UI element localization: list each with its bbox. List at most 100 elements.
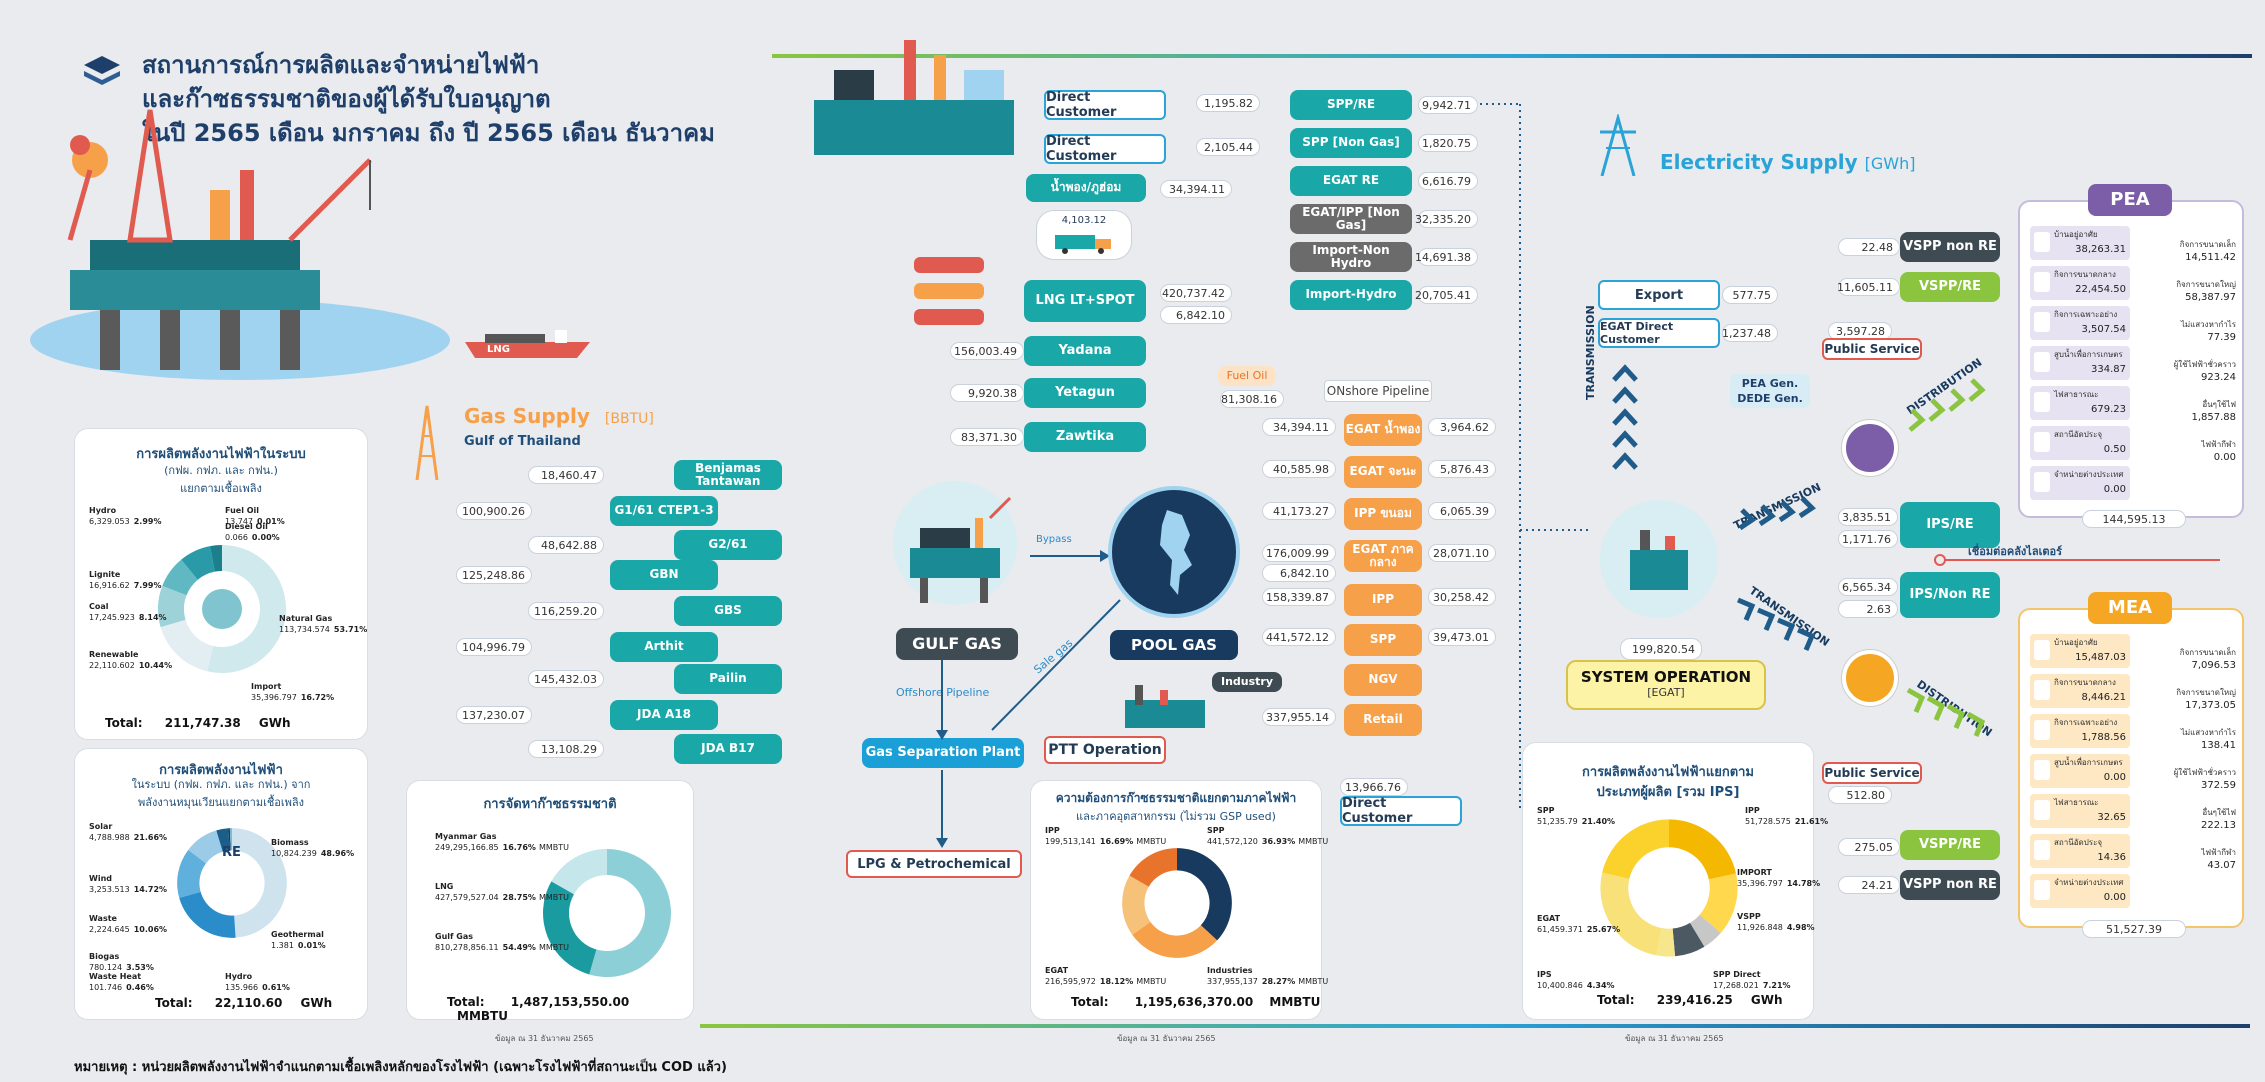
- gas-field-value: 104,996.79: [456, 638, 532, 656]
- pie-legend-name: Biogas: [89, 952, 120, 961]
- direct-customer-box-2: Direct Customer: [1044, 134, 1166, 164]
- pie-slice-biomass: [232, 828, 287, 938]
- pea-item-icon: [2034, 432, 2050, 452]
- pie-chart-producer: [1600, 819, 1738, 957]
- pie-legend-pct: 21.40%: [1581, 817, 1616, 826]
- pie-legend-pct: 21.61%: [1794, 817, 1829, 826]
- mea-title: MEA: [2088, 592, 2172, 624]
- gas-field-box: Benjamas Tantawan: [674, 460, 782, 490]
- pie-slice-lignite: [181, 546, 215, 580]
- pie-legend-pct: 0.01%: [297, 941, 326, 950]
- electricity-supply-title-text: Electricity Supply: [1660, 150, 1858, 174]
- gas-user-in-value: 41,173.27: [1262, 502, 1336, 520]
- pie-legend-name: Biomass: [271, 838, 309, 847]
- pie-legend-value: 22,110.602: [89, 661, 135, 670]
- mea-item-label: สูบน้ำเพื่อการเกษตร: [2054, 758, 2123, 767]
- pie-legend-value: 337,955,137: [1207, 977, 1258, 986]
- pie-legend-value: 6,329.053: [89, 517, 130, 526]
- pie-legend-value: 11,926.848: [1737, 923, 1783, 932]
- pie-center-label: RE: [222, 845, 241, 860]
- mea-item-value: 15,487.03: [2075, 652, 2126, 663]
- pie-chart-gas-supply: [543, 849, 671, 977]
- mea-item-value: 372.59: [2201, 780, 2236, 791]
- thailand-map-icon: [1108, 486, 1240, 618]
- gas-user-out-value: 6,065.39: [1428, 502, 1496, 520]
- card-total: Total: 1,195,636,370.00 MMBTU: [1071, 995, 1320, 1009]
- pie-legend-name: LNG: [435, 882, 454, 891]
- lng-tankers-illustration: [910, 255, 990, 335]
- generation-by-producer-card: การผลิตพลังงานไฟฟ้าแยกตาม ประเภทผู้ผลิต …: [1522, 742, 1828, 1021]
- mea-item-icon: [2034, 760, 2050, 780]
- card-subtitle: ประเภทผู้ผลิต [รวม IPS]: [1596, 785, 1740, 800]
- mea-item-icon: [2034, 720, 2050, 740]
- pea-item-label: สูบน้ำเพื่อการเกษตร: [2054, 350, 2123, 359]
- pie-slice-lng: [543, 881, 597, 975]
- system-operation-illustration: [1600, 500, 1718, 618]
- gas-field-box: JDA B17: [674, 734, 782, 764]
- pie-legend-unit: MMBTU: [1136, 837, 1167, 846]
- pea-item-icon: [2034, 232, 2050, 252]
- mea-item-icon: [2034, 640, 2050, 660]
- pea-item-value: 38,263.31: [2075, 244, 2126, 255]
- oil-rig-illustration: [30, 90, 450, 390]
- header-title-line1: สถานการณ์การผลิตและจำหน่ายไฟฟ้า: [142, 51, 540, 79]
- vspp-non-re-top-value: 22.48: [1838, 238, 1900, 256]
- mea-item-label: ไม่แสวงหากำไร: [2180, 728, 2236, 737]
- total-label: Total:: [1597, 993, 1635, 1007]
- pie-legend-pct: 53.71%: [333, 625, 368, 634]
- gas-user-out-value: 28,071.10: [1428, 544, 1496, 562]
- public-service-bottom-box: Public Service: [1822, 762, 1922, 784]
- lng-lt-spot-box: LNG LT+SPOT: [1024, 280, 1146, 322]
- pea-item-label: อื่นๆใช้ไฟ: [2202, 400, 2236, 409]
- pie-legend-value: 13.747: [225, 517, 253, 526]
- card-title: การผลิตพลังงานไฟฟ้าแยกตาม: [1581, 765, 1755, 780]
- gas-user-in-value: 158,339.87: [1262, 588, 1336, 606]
- pie-legend-value: 17,245.923: [89, 613, 135, 622]
- pie-slice-egat: [1122, 875, 1151, 935]
- pea-item-value: 0.50: [2103, 444, 2126, 455]
- gas-supply-subtitle: Gulf of Thailand: [464, 434, 581, 449]
- pea-item-right: กิจการขนาดใหญ่58,387.97: [2136, 278, 2236, 310]
- pie-legend-name: VSPP: [1737, 912, 1761, 921]
- nam-phong-box: น้ำพอง/ภูฮ่อม: [1026, 174, 1146, 202]
- mea-item-icon: [2034, 840, 2050, 860]
- gas-field-value: 18,460.47: [528, 466, 604, 484]
- card-total: Total: 22,110.60 GWh: [155, 996, 332, 1010]
- ips-re-box: IPS/RE: [1900, 502, 2000, 548]
- pie-legend-name: Solar: [89, 822, 113, 831]
- gas-field-box: Pailin: [674, 664, 782, 694]
- pie-legend-value: 35,396.797: [1737, 879, 1783, 888]
- card-title: การจัดหาก๊าซธรรมชาติ: [483, 797, 617, 812]
- pie-legend-pct: 7.21%: [1762, 981, 1791, 990]
- pea-item-label: ไฟสาธารณะ: [2054, 390, 2099, 399]
- pie-legend-pct: 21.66%: [133, 833, 168, 842]
- pie-legend-pct: 0.00%: [251, 533, 280, 542]
- ptt-operation-box: PTT Operation: [1044, 736, 1166, 764]
- gas-user-in-value: 176,009.99: [1262, 544, 1336, 562]
- mea-item-label: สถานีอัดประจุ: [2054, 838, 2103, 847]
- pea-item-value: 0.00: [2103, 484, 2126, 495]
- mea-logo-icon: [1842, 650, 1898, 706]
- pie-legend-name: IPP: [1745, 806, 1760, 815]
- pea-item-label: กิจการขนาดเล็ก: [2179, 240, 2236, 249]
- mea-item-label: บ้านอยู่อาศัย: [2054, 638, 2098, 647]
- pie-legend-unit: MMBTU: [538, 893, 569, 902]
- system-operation-sub: [EGAT]: [1647, 686, 1685, 699]
- pea-item-icon: [2034, 352, 2050, 372]
- pie-legend-pct: 36.93%: [1261, 837, 1296, 846]
